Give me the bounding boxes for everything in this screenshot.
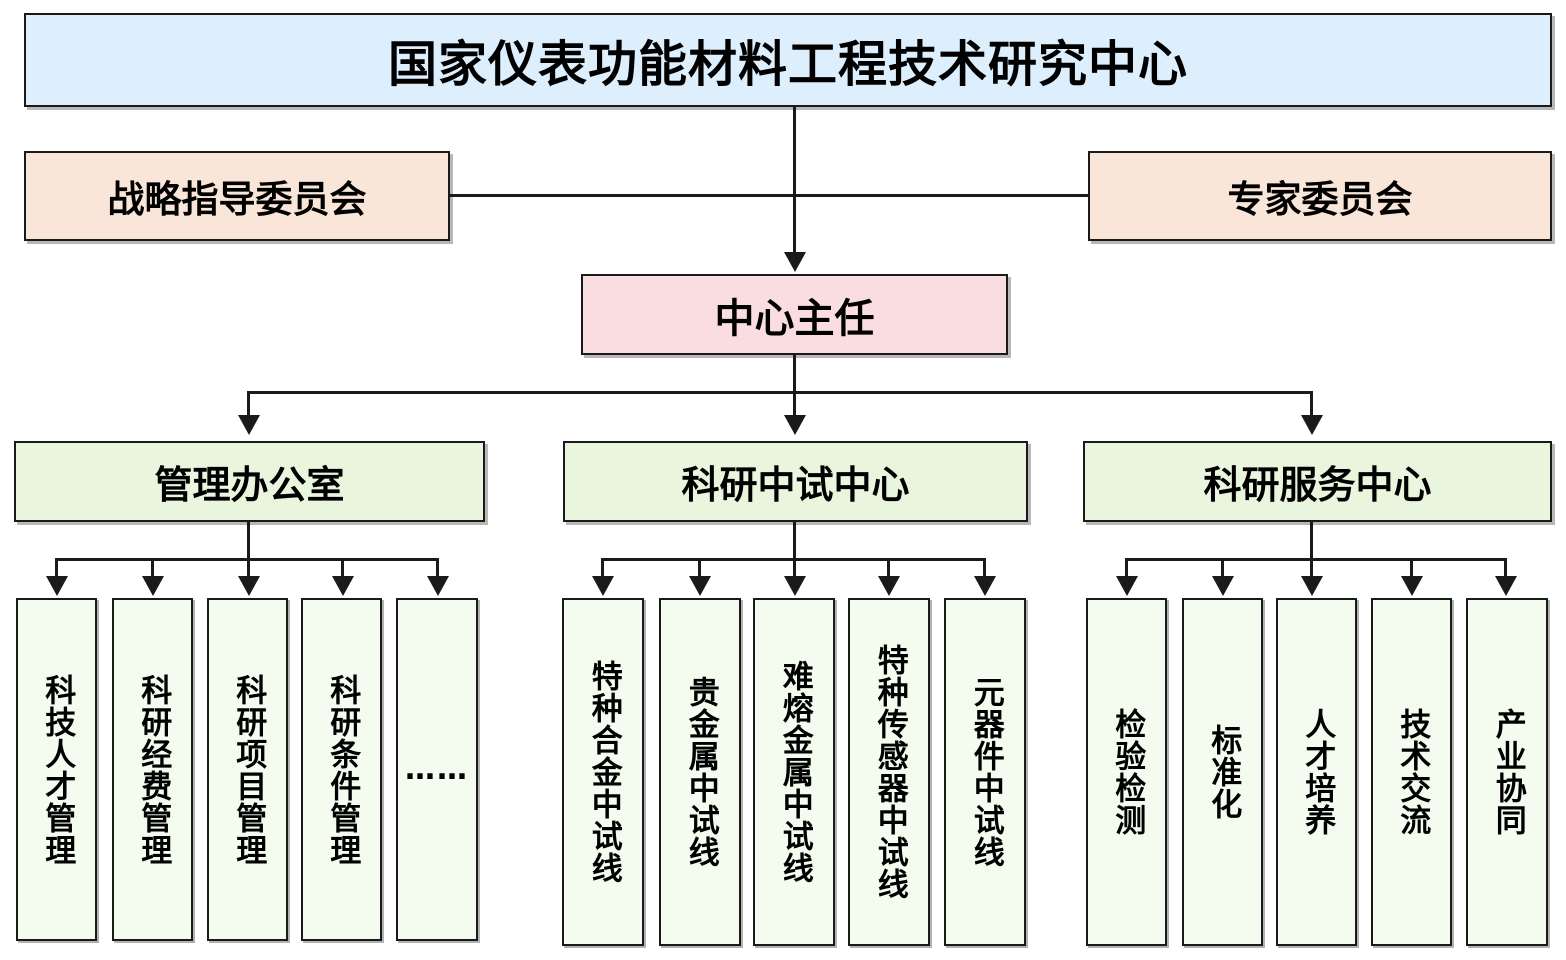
leaf-label: 技术交流 <box>1394 708 1431 836</box>
connector-group1-drop-5 <box>436 558 439 578</box>
connector-group2-arrow-5 <box>974 576 996 596</box>
leaf-label: 检验检测 <box>1109 708 1146 836</box>
connector-group3-drop-1 <box>1125 558 1128 578</box>
connector-strategy-committee-line <box>450 194 794 197</box>
connector-title-to-director-line <box>793 107 796 254</box>
leaf-label: 科研项目管理 <box>230 673 267 866</box>
connector-group3-arrow-4 <box>1401 576 1423 596</box>
connector-group2-stem <box>793 522 796 561</box>
connector-group2-drop-1 <box>601 558 604 578</box>
connector-director-arrow-1 <box>238 415 260 435</box>
connector-group2-arrow-4 <box>878 576 900 596</box>
leaf-box-refractory-metal-pilot-line: 难熔金属中试线 <box>753 598 835 946</box>
ellipsis-label: …… <box>405 751 469 787</box>
connector-group3-arrow-3 <box>1301 576 1323 596</box>
leaf-box-inspection-testing: 检验检测 <box>1086 598 1167 946</box>
connector-group3-drop-5 <box>1504 558 1507 578</box>
connector-director-drop-2 <box>793 391 796 417</box>
connector-group2-arrow-1 <box>592 576 614 596</box>
org-title-box: 国家仪表功能材料工程技术研究中心 <box>24 13 1552 107</box>
connector-director-stem <box>793 355 796 394</box>
leaf-label: 标准化 <box>1205 724 1242 820</box>
connector-group1-arrow-4 <box>332 576 354 596</box>
leaf-label: 特种合金中试线 <box>585 660 622 884</box>
leaf-label: 科研经费管理 <box>135 673 172 866</box>
connector-group3-arrow-1 <box>1116 576 1138 596</box>
connector-director-bus <box>247 391 1313 394</box>
leaf-box-special-alloy-pilot-line: 特种合金中试线 <box>562 598 644 946</box>
connector-group3-bus <box>1125 558 1507 561</box>
connector-group3-drop-2 <box>1221 558 1224 578</box>
connector-title-to-director-arrow <box>784 252 806 272</box>
connector-group3-drop-4 <box>1410 558 1413 578</box>
connector-director-arrow-2 <box>784 415 806 435</box>
connector-director-arrow-3 <box>1301 415 1323 435</box>
leaf-label: 产业协同 <box>1489 708 1526 836</box>
committee-box-experts: 专家委员会 <box>1088 151 1552 241</box>
leaf-label: 元器件中试线 <box>967 676 1004 868</box>
leaf-label: 贵金属中试线 <box>682 676 719 868</box>
connector-group1-arrow-2 <box>142 576 164 596</box>
department-box-management-office: 管理办公室 <box>14 441 485 522</box>
leaf-label: 科研条件管理 <box>324 673 361 866</box>
connector-director-drop-1 <box>247 391 250 417</box>
department-box-pilot-research-center: 科研中试中心 <box>563 441 1028 522</box>
connector-group1-stem <box>247 522 250 561</box>
department-box-research-service-center: 科研服务中心 <box>1083 441 1552 522</box>
connector-group1-arrow-1 <box>46 576 68 596</box>
connector-group1-drop-2 <box>151 558 154 578</box>
leaf-box-industry-collaboration: 产业协同 <box>1466 598 1548 946</box>
connector-group3-arrow-5 <box>1495 576 1517 596</box>
leaf-box-research-project-management: 科研项目管理 <box>207 598 288 941</box>
leaf-label: 人才培养 <box>1299 708 1336 836</box>
leaf-box-research-conditions-management: 科研条件管理 <box>301 598 382 941</box>
leaf-box-talent-cultivation: 人才培养 <box>1276 598 1357 946</box>
connector-group1-arrow-3 <box>238 576 260 596</box>
leaf-box-technology-exchange: 技术交流 <box>1371 598 1452 946</box>
connector-group2-arrow-2 <box>689 576 711 596</box>
connector-group3-drop-3 <box>1310 558 1313 578</box>
leaf-box-precious-metal-pilot-line: 贵金属中试线 <box>659 598 741 946</box>
connector-group2-drop-3 <box>793 558 796 578</box>
leaf-box-research-funding-management: 科研经费管理 <box>112 598 193 941</box>
leaf-box-special-sensor-pilot-line: 特种传感器中试线 <box>848 598 930 946</box>
committee-box-strategy: 战略指导委员会 <box>24 151 450 241</box>
connector-group1-drop-1 <box>55 558 58 578</box>
connector-group1-drop-3 <box>247 558 250 578</box>
director-box: 中心主任 <box>581 274 1008 355</box>
connector-group3-arrow-2 <box>1212 576 1234 596</box>
leaf-label: 科技人才管理 <box>39 673 76 866</box>
leaf-box-ellipsis: …… <box>396 598 478 941</box>
connector-expert-committee-line <box>793 194 1088 197</box>
connector-group1-arrow-5 <box>427 576 449 596</box>
connector-director-drop-3 <box>1310 391 1313 417</box>
connector-group2-arrow-3 <box>784 576 806 596</box>
leaf-label: 特种传感器中试线 <box>871 644 908 900</box>
connector-group2-drop-5 <box>983 558 986 578</box>
connector-group1-drop-4 <box>341 558 344 578</box>
leaf-box-component-pilot-line: 元器件中试线 <box>944 598 1026 946</box>
connector-group2-drop-2 <box>698 558 701 578</box>
connector-group3-stem <box>1310 522 1313 561</box>
leaf-label: 难熔金属中试线 <box>776 660 813 884</box>
connector-group2-drop-4 <box>887 558 890 578</box>
leaf-box-standardization: 标准化 <box>1182 598 1263 946</box>
leaf-box-science-talent-management: 科技人才管理 <box>16 598 97 941</box>
